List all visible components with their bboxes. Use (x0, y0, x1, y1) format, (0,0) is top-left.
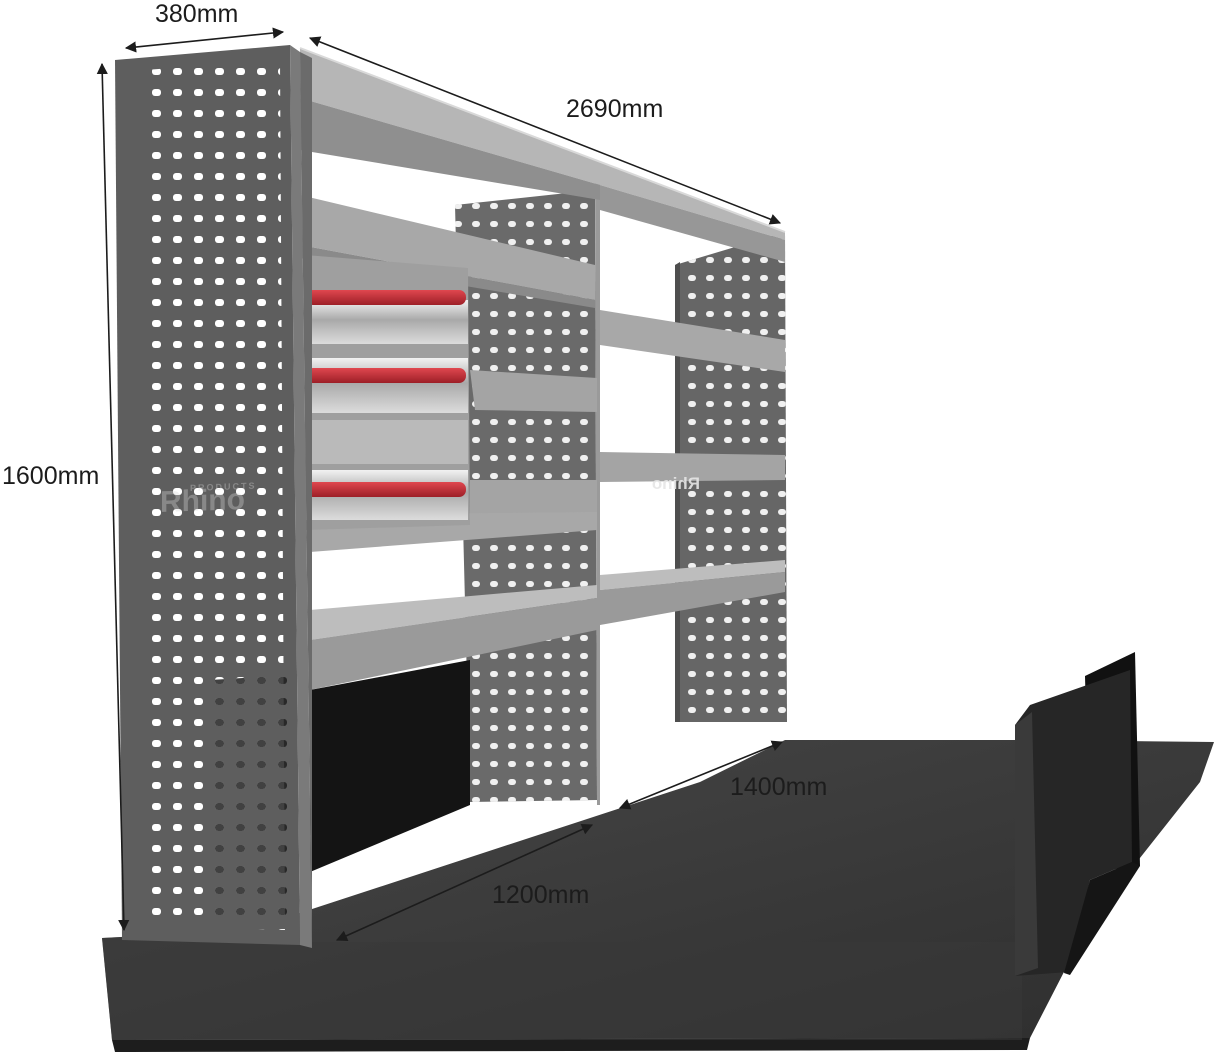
shelf-right-2 (600, 452, 785, 482)
dimension-lines (96, 27, 784, 941)
shelf-left-bottom (310, 585, 597, 690)
lower-backing (310, 660, 470, 872)
brand-main-rear: Rhino (652, 474, 700, 493)
brand-main-front: Rhino (160, 483, 245, 519)
dimension-line-module-a (335, 824, 594, 941)
dimension-line-module-b (618, 740, 784, 810)
dimension-label-height: 1600mm (2, 462, 99, 490)
dimension-label-depth: 380mm (155, 0, 238, 28)
brand-logo-rear: Rhino (652, 474, 700, 493)
brand-sub-front: PRODUCTS (190, 481, 256, 493)
drawer-handle (306, 368, 466, 383)
dimension-label-length: 2690mm (566, 95, 663, 123)
dimension-line-length (308, 36, 782, 225)
drawer-handle (306, 290, 466, 305)
brand-logo-front: Rhino PRODUCTS (160, 481, 256, 519)
shelf-right-1 (600, 310, 785, 372)
end-panel-front (115, 45, 312, 948)
wheel-arch-partition (1015, 652, 1140, 976)
dimension-label-module-a: 1200mm (492, 881, 589, 909)
dimension-line-height (96, 62, 130, 932)
van-floor (102, 740, 1214, 1052)
dimension-label-module-b: 1400mm (730, 773, 827, 801)
dimension-line-depth (124, 27, 285, 53)
shelf-right-3 (600, 560, 785, 625)
shelf-left-mid (470, 370, 597, 515)
drawer-unit (305, 255, 470, 530)
drawer-handle (306, 482, 466, 497)
